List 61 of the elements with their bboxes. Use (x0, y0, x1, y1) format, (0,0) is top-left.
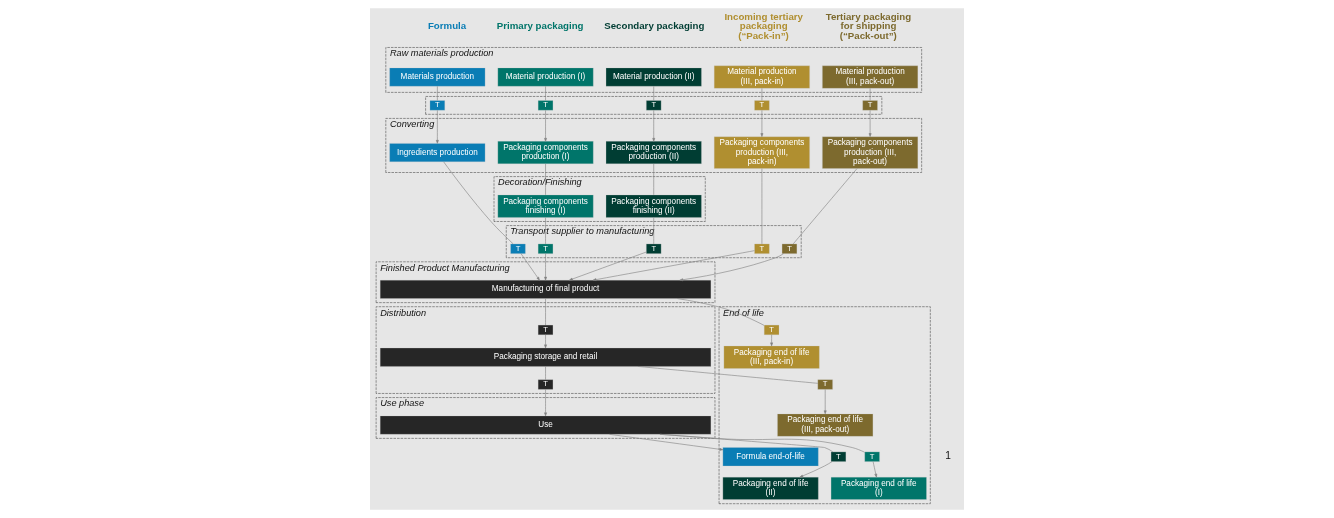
cluster (425, 96, 883, 115)
connector (659, 434, 865, 453)
connector (761, 168, 763, 245)
node-box: Packaging storage and retail (380, 347, 711, 367)
connector (545, 86, 546, 101)
label: Incoming tertiary packaging (“Pack-in”) (724, 10, 803, 41)
node-box: Material production (III, pack-in) (714, 65, 810, 89)
arrow (770, 334, 773, 347)
node-box: Material production (II) (605, 67, 702, 87)
connector (653, 163, 655, 196)
connector (677, 298, 765, 326)
label: 1 (945, 450, 952, 462)
label: Primary packaging (496, 19, 584, 31)
connector (659, 434, 834, 453)
node-box: Formula end-of-life (722, 447, 819, 467)
node-box: Packaging components finishing (I) (497, 194, 594, 218)
arrow (652, 110, 656, 142)
arrow (520, 253, 540, 281)
node-box: Packaging components production (III, pack-out) (822, 136, 918, 169)
label: Formula (427, 19, 467, 31)
arrow (544, 253, 547, 281)
arrow (679, 253, 784, 282)
connector (792, 168, 858, 245)
connector (653, 86, 655, 101)
arrow (544, 334, 547, 349)
connector (761, 88, 763, 101)
arrow (569, 251, 647, 281)
arrow (872, 461, 878, 478)
connector (637, 366, 819, 384)
node-box: Packaging components production (II) (605, 141, 702, 164)
arrow (609, 434, 724, 451)
connector (437, 86, 438, 101)
node-box: Ingredients production (389, 143, 486, 162)
arrow (823, 389, 827, 415)
connector (545, 217, 546, 245)
connector (545, 298, 546, 326)
arrow (592, 250, 755, 281)
arrow (436, 110, 439, 144)
node-box: Use (380, 415, 711, 435)
arrow (760, 110, 764, 137)
node-box: Material production (I) (497, 67, 594, 87)
node-box: Packaging end of life (III, pack-in) (723, 345, 820, 369)
node-box: Packaging components production (III, pack-in) (714, 136, 810, 169)
arrow (544, 110, 547, 142)
arrow (544, 389, 547, 417)
connector (653, 217, 655, 245)
connector (869, 88, 871, 101)
connector (443, 161, 514, 245)
node-box: Packaging end of life (II) (722, 477, 819, 500)
connector (545, 163, 546, 196)
connector (545, 366, 546, 380)
node-box: Packaging components finishing (II) (605, 194, 702, 218)
node-box: Materials production (389, 67, 486, 87)
label: Secondary packaging (604, 19, 705, 31)
node-box: Material production (III, pack-out) (822, 65, 918, 89)
arrow (799, 461, 833, 478)
label: Tertiary packaging for shipping (“Pack-out”) (825, 10, 912, 41)
arrow (868, 110, 872, 137)
node-box: Packaging end of life (I) (830, 477, 927, 500)
node-box: Packaging end of life (III, pack-out) (777, 413, 874, 437)
node-box: Packaging components production (I) (497, 141, 594, 164)
